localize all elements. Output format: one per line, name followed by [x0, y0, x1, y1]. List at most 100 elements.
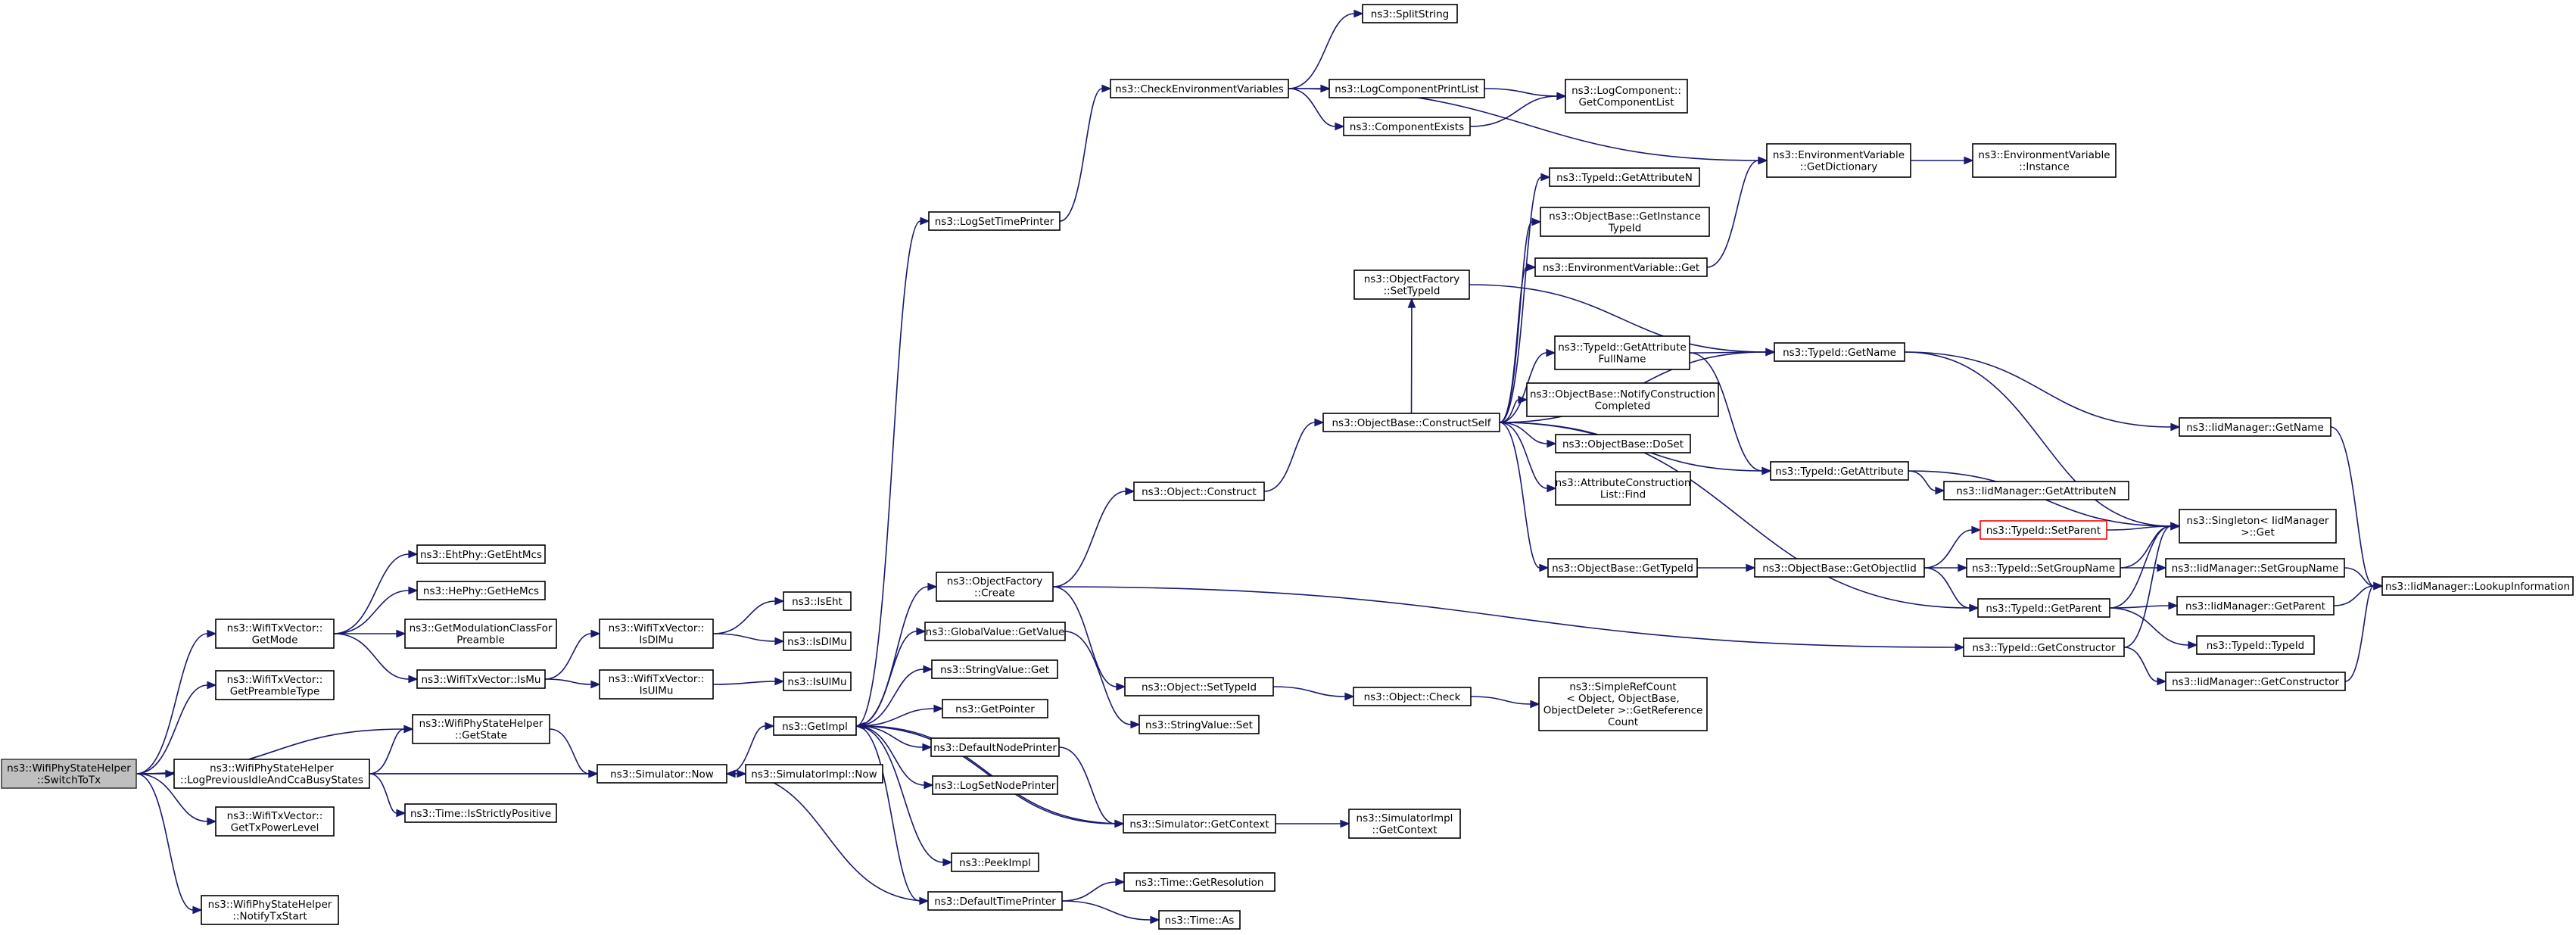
node-simImplGetContext[interactable]: ns3::SimulatorImpl::GetContext [1348, 809, 1461, 839]
node-isStrictlyPositive[interactable]: ns3::Time::IsStrictlyPositive [404, 803, 557, 823]
node-box[interactable] [942, 699, 1048, 718]
node-box[interactable] [1538, 677, 1708, 731]
node-getObjectIid[interactable]: ns3::ObjectBase::GetObjectIid [1754, 558, 1925, 578]
node-box[interactable] [404, 803, 557, 823]
node-typeGetAttribute[interactable]: ns3::TypeId::GetAttribute [1770, 461, 1909, 481]
node-box[interactable] [1158, 910, 1241, 930]
node-box[interactable] [1554, 335, 1690, 370]
node-stringValueSet[interactable]: ns3::StringValue::Set [1138, 715, 1260, 734]
node-getTxPowerLevel[interactable]: ns3::WifiTxVector::GetTxPowerLevel [215, 806, 335, 837]
node-heMcs[interactable]: ns3::HePhy::GetHeMcs [416, 581, 546, 600]
node-logSetNodePrinter[interactable]: ns3::LogSetNodePrinter [932, 775, 1058, 795]
node-isEht[interactable]: ns3::IsEht [783, 591, 852, 611]
node-isMu[interactable]: ns3::WifiTxVector::IsMu [416, 669, 546, 689]
node-box[interactable] [596, 764, 727, 784]
node-box[interactable] [1, 759, 137, 789]
node-box[interactable] [1549, 167, 1700, 187]
node-box[interactable] [1770, 461, 1909, 481]
node-ehtMcs[interactable]: ns3::EhtPhy::GetEhtMcs [416, 544, 546, 564]
node-notifyTxStart[interactable]: ns3::WifiPhyStateHelper::NotifyTxStart [201, 895, 339, 925]
node-objFactorySetTypeId[interactable]: ns3::ObjectFactory::SetTypeId [1353, 270, 1470, 300]
node-box[interactable] [928, 211, 1061, 231]
node-box[interactable] [1540, 207, 1710, 237]
node-box[interactable] [773, 716, 857, 736]
node-defaultNodePrinter[interactable]: ns3::DefaultNodePrinter [930, 737, 1060, 757]
node-box[interactable] [1348, 809, 1461, 839]
node-globalValueGet[interactable]: ns3::GlobalValue::GetValue [924, 622, 1066, 641]
node-simGetContext[interactable]: ns3::Simulator::GetContext [1123, 814, 1276, 834]
node-defaultTimePrinter[interactable]: ns3::DefaultTimePrinter [927, 891, 1063, 911]
node-box[interactable] [2179, 417, 2331, 437]
node-logSetTimePrinter[interactable]: ns3::LogSetTimePrinter [928, 211, 1061, 231]
node-box[interactable] [927, 891, 1063, 911]
node-box[interactable] [1353, 270, 1470, 300]
node-box[interactable] [1123, 872, 1276, 892]
node-checkEnv[interactable]: ns3::CheckEnvironmentVariables [1110, 79, 1289, 98]
node-box[interactable] [215, 806, 335, 837]
node-singletonGet[interactable]: ns3::Singleton< IidManager>::Get [2179, 509, 2337, 544]
node-box[interactable] [412, 714, 550, 744]
node-timeGetResolution[interactable]: ns3::Time::GetResolution [1123, 872, 1276, 892]
node-box[interactable] [416, 581, 546, 600]
node-objFactoryCreate[interactable]: ns3::ObjectFactory::Create [936, 572, 1054, 602]
node-typeGetAttrN[interactable]: ns3::TypeId::GetAttributeN [1549, 167, 1700, 187]
node-box[interactable] [2381, 576, 2574, 596]
node-getPointer[interactable]: ns3::GetPointer [942, 699, 1048, 718]
node-envGetDict[interactable]: ns3::EnvironmentVariable::GetDictionary [1766, 143, 1911, 178]
node-box[interactable] [201, 895, 339, 925]
node-box[interactable] [1943, 481, 2129, 500]
node-box[interactable] [1322, 413, 1500, 432]
node-box[interactable] [951, 852, 1039, 872]
node-box[interactable] [931, 659, 1058, 679]
node-splitString[interactable]: ns3::SplitString [1362, 4, 1458, 23]
node-box[interactable] [1977, 598, 2110, 618]
node-box[interactable] [783, 631, 852, 651]
node-envVarGet[interactable]: ns3::EnvironmentVariable::Get [1534, 257, 1708, 277]
node-box[interactable] [1972, 143, 2117, 178]
node-simpleRefCount[interactable]: ns3::SimpleRefCount< Object, ObjectBase,… [1538, 677, 1708, 731]
node-box[interactable] [1754, 558, 1925, 578]
node-isDlMuFn[interactable]: ns3::IsDlMu [783, 631, 852, 651]
node-box[interactable] [215, 670, 335, 700]
node-box[interactable] [404, 619, 557, 649]
node-box[interactable] [416, 669, 546, 689]
node-box[interactable] [1547, 558, 1698, 578]
node-box[interactable] [1353, 687, 1472, 706]
node-box[interactable] [1966, 558, 2121, 578]
node-logPrev[interactable]: ns3::WifiPhyStateHelper::LogPreviousIdle… [173, 759, 370, 789]
node-box[interactable] [1138, 715, 1260, 734]
node-iidGetAttrN[interactable]: ns3::IidManager::GetAttributeN [1943, 481, 2129, 500]
node-stringValueGet[interactable]: ns3::StringValue::Get [931, 659, 1058, 679]
node-typeSetParent[interactable]: ns3::TypeId::SetParent [1980, 520, 2107, 540]
node-typeGetConstructor[interactable]: ns3::TypeId::GetConstructor [1963, 637, 2125, 657]
node-box[interactable] [936, 572, 1054, 602]
node-box[interactable] [1526, 382, 1719, 417]
node-simNow[interactable]: ns3::Simulator::Now [596, 764, 727, 784]
node-box[interactable] [1362, 4, 1458, 23]
node-iidSetGroupName[interactable]: ns3::IidManager::SetGroupName [2165, 558, 2345, 578]
node-objectCheck[interactable]: ns3::Object::Check [1353, 687, 1472, 706]
node-box[interactable] [1774, 342, 1905, 362]
node-typeGetParent[interactable]: ns3::TypeId::GetParent [1977, 598, 2110, 618]
node-box[interactable] [745, 764, 883, 784]
node-box[interactable] [1555, 471, 1691, 506]
node-box[interactable] [932, 775, 1058, 795]
node-constructSelf[interactable]: ns3::ObjectBase::ConstructSelf [1322, 413, 1500, 432]
node-box[interactable] [2196, 635, 2315, 655]
node-isUlMuFn[interactable]: ns3::IsUlMu [783, 672, 852, 691]
node-box[interactable] [1343, 117, 1471, 136]
node-box[interactable] [1124, 677, 1274, 697]
node-box[interactable] [599, 669, 714, 700]
node-box[interactable] [783, 672, 852, 691]
node-box[interactable] [1980, 520, 2107, 540]
node-box[interactable] [2176, 596, 2335, 616]
node-box[interactable] [2165, 558, 2345, 578]
node-box[interactable] [924, 622, 1066, 641]
node-objectSetTypeId[interactable]: ns3::Object::SetTypeId [1124, 677, 1274, 697]
node-notifyConstruction[interactable]: ns3::ObjectBase::NotifyConstructionCompl… [1526, 382, 1719, 417]
node-box[interactable] [173, 759, 370, 789]
node-box[interactable] [783, 591, 852, 611]
node-typeSetGroupName[interactable]: ns3::TypeId::SetGroupName [1966, 558, 2121, 578]
